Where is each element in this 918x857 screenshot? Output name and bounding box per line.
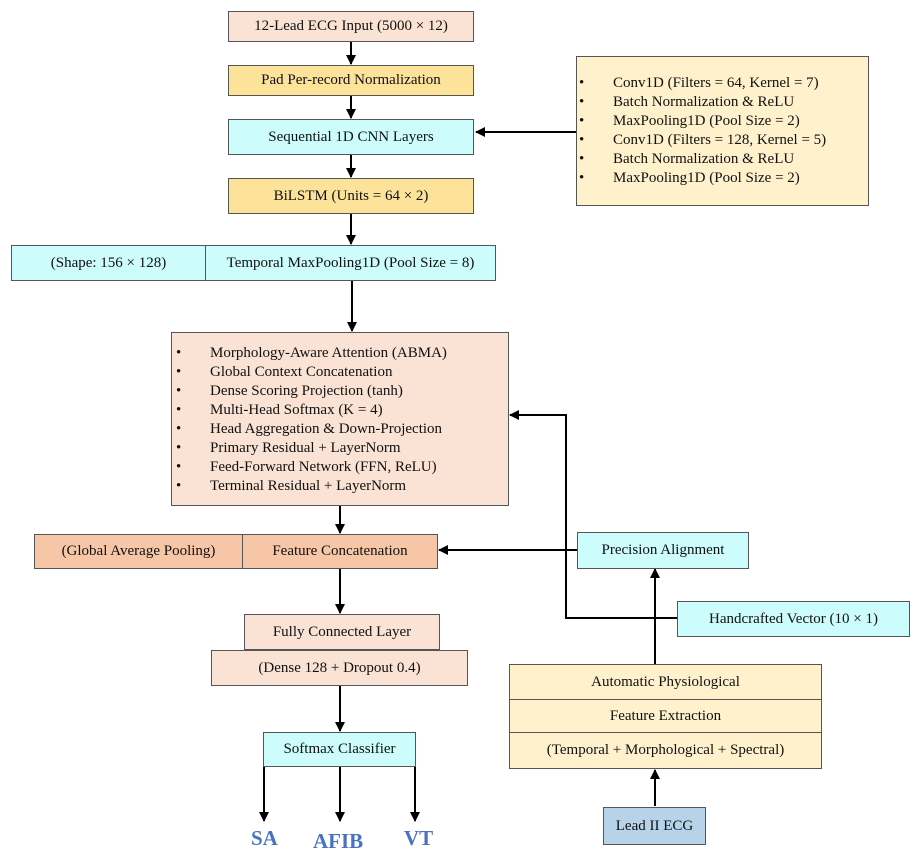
- attention-item: Multi-Head Softmax (K = 4): [176, 401, 508, 420]
- attention-item: Primary Residual + LayerNorm: [176, 439, 508, 458]
- cnn-detail-item: MaxPooling1D (Pool Size = 2): [579, 169, 868, 188]
- output-label-vt: VT: [404, 826, 434, 850]
- feature-concatenation-node: Feature Concatenation: [242, 534, 438, 569]
- attention-item: Dense Scoring Projection (tanh): [176, 382, 508, 401]
- feature-types-node: (Temporal + Morphological + Spectral): [509, 732, 822, 769]
- output-label-sa: SA: [251, 826, 278, 850]
- attention-item: Feed-Forward Network (FFN, ReLU): [176, 458, 508, 477]
- cnn-detail-item: Conv1D (Filters = 128, Kernel = 5): [579, 131, 868, 150]
- attention-block: Morphology-Aware Attention (ABMA) Global…: [171, 332, 509, 506]
- cnn-details-box: Conv1D (Filters = 64, Kernel = 7) Batch …: [576, 56, 869, 206]
- fully-connected-node: Fully Connected Layer: [244, 614, 440, 650]
- bilstm-node: BiLSTM (Units = 64 × 2): [228, 178, 474, 214]
- normalization-node: Pad Per-record Normalization: [228, 65, 474, 96]
- automatic-physiological-node: Automatic Physiological: [509, 664, 822, 700]
- feature-extraction-node: Feature Extraction: [509, 699, 822, 733]
- attention-item: Terminal Residual + LayerNorm: [176, 477, 508, 496]
- lead-ii-ecg-node: Lead II ECG: [603, 807, 706, 845]
- temporal-maxpool-node: Temporal MaxPooling1D (Pool Size = 8): [205, 245, 496, 281]
- handcrafted-vector-node: Handcrafted Vector (10 × 1): [677, 601, 910, 637]
- shape-node: (Shape: 156 × 128): [11, 245, 206, 281]
- output-label-afib: AFIB: [313, 829, 364, 853]
- cnn-detail-item: Conv1D (Filters = 64, Kernel = 7): [579, 74, 868, 93]
- cnn-detail-item: Batch Normalization & ReLU: [579, 93, 868, 112]
- attention-item: Head Aggregation & Down-Projection: [176, 420, 508, 439]
- precision-alignment-node: Precision Alignment: [577, 532, 749, 569]
- attention-item: Global Context Concatenation: [176, 363, 508, 382]
- softmax-classifier-node: Softmax Classifier: [263, 732, 416, 767]
- cnn-layers-node: Sequential 1D CNN Layers: [228, 119, 474, 155]
- cnn-detail-item: MaxPooling1D (Pool Size = 2): [579, 112, 868, 131]
- ecg-input-node: 12-Lead ECG Input (5000 × 12): [228, 11, 474, 42]
- cnn-detail-item: Batch Normalization & ReLU: [579, 150, 868, 169]
- dense-dropout-node: (Dense 128 + Dropout 0.4): [211, 650, 468, 686]
- global-average-pooling-node: (Global Average Pooling): [34, 534, 243, 569]
- arrow-handcrafted-to-attention: [509, 410, 677, 619]
- attention-item: Morphology-Aware Attention (ABMA): [176, 344, 508, 363]
